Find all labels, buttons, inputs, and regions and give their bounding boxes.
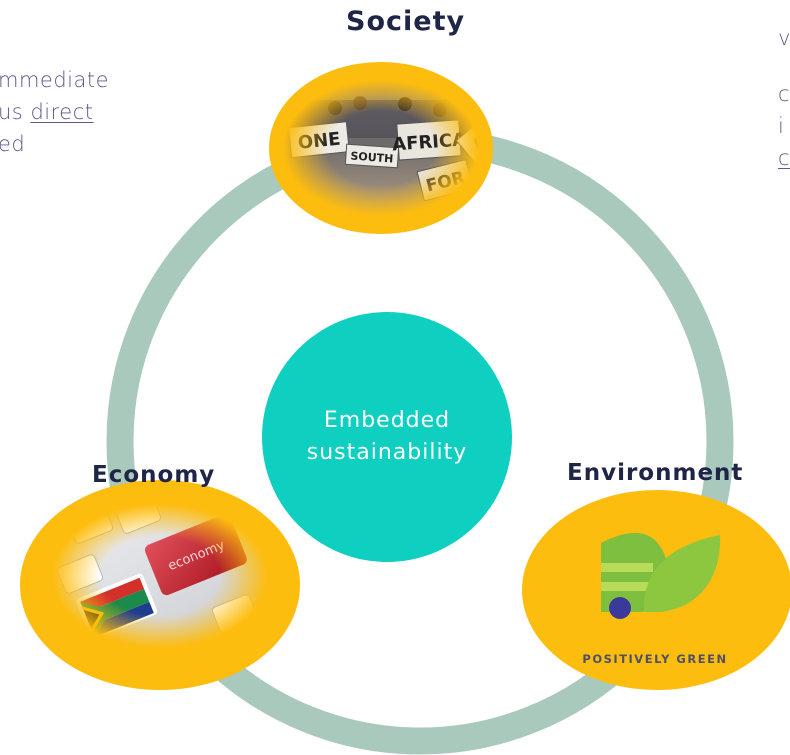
- economy-node: economy: [20, 480, 300, 690]
- right-text-line-3: i: [778, 114, 785, 138]
- left-text-line-3: ed: [0, 132, 26, 156]
- sign-south: SOUTH: [350, 150, 394, 166]
- sign-one: ONE: [297, 129, 342, 154]
- left-paragraph: mmediate us direct ed: [0, 64, 109, 160]
- right-text-line-4-link[interactable]: c: [778, 146, 790, 170]
- south-africa-flag-icon: [76, 573, 158, 640]
- positively-green-logo: POSITIVELY GREEN: [582, 532, 727, 666]
- center-line-1: Embedded: [323, 408, 451, 433]
- right-text-line-1: v: [778, 26, 790, 50]
- right-paragraph: v c i c: [778, 0, 790, 174]
- left-text-line-2-start: us: [0, 100, 31, 124]
- society-node: ONE SOUTH AFRICA FOR AL: [269, 62, 509, 234]
- leaf-right-icon: [643, 535, 721, 612]
- center-circle: [262, 312, 512, 562]
- environment-node: POSITIVELY GREEN: [522, 490, 790, 690]
- environment-label: Environment: [567, 460, 744, 486]
- left-text-line-2: us direct: [0, 96, 109, 128]
- logo-dot-icon: [609, 597, 631, 619]
- center-line-2: sustainability: [306, 440, 468, 465]
- logo-text: POSITIVELY GREEN: [582, 652, 727, 666]
- sign-africa: AFRICA: [392, 129, 467, 155]
- left-text-line-1: mmediate: [0, 68, 110, 92]
- economy-label: Economy: [92, 462, 216, 488]
- society-label: Society: [346, 6, 466, 37]
- economy-keyboard-image: economy: [48, 494, 273, 655]
- society-protest-image: ONE SOUTH AFRICA FOR AL: [275, 78, 509, 223]
- direct-link[interactable]: direct: [30, 100, 94, 124]
- center-label: Embedded sustainability: [262, 312, 512, 562]
- right-text-line-2: c: [778, 82, 790, 106]
